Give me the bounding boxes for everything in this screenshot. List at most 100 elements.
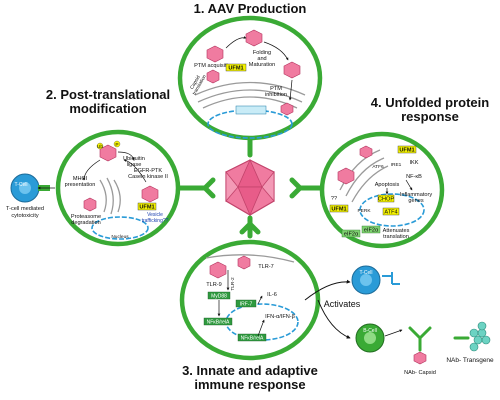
label-ptm-inhibition-2: inhibition — [265, 92, 287, 98]
label-vesicle-2: trafficking?? — [142, 218, 169, 224]
tag-ufm1-right-top — [397, 145, 417, 154]
section-title-ptm-1: 2. Post-translational — [46, 87, 170, 102]
tcell-nucleus — [19, 182, 31, 194]
label-ubiquitin-ligase-1: Ubiquitin — [123, 156, 145, 162]
label-apoptosis: Apoptosis — [375, 182, 400, 188]
tag-myd88 — [207, 291, 231, 300]
section-title-upr-2: response — [401, 109, 459, 124]
activation-region: Activates T-Cell B-Cell NAb- Capsid NAb-… — [304, 265, 494, 376]
label-tcell-mediated-2: cytotoxicity — [11, 213, 39, 219]
label-casein-kinase: Casein kinase II — [128, 174, 168, 180]
capsid-icon — [206, 69, 220, 84]
ubiquitin-icon — [96, 142, 104, 150]
nab-capsid-antibody-icon — [408, 326, 432, 365]
capsid-icon — [141, 185, 159, 203]
connector-left — [175, 177, 216, 199]
panel-post-translational: 2. Post-translational modification Nucle… — [46, 87, 181, 247]
label-irf7: IRF-7 — [240, 302, 253, 308]
label-tcell-mediated-1: T-cell mediated — [6, 206, 44, 212]
label-mhci-2: presentation — [65, 182, 96, 188]
label-perk: PERK — [357, 208, 371, 214]
tag-eif2a-1 — [341, 229, 361, 238]
label-eif2a-1: eIF2α — [344, 232, 359, 238]
label-ub: Ub — [97, 144, 103, 150]
nab-transgene-antibody-icon — [453, 321, 491, 352]
label-proteasome-2: degradation — [71, 220, 101, 226]
label-ubiquitin-ligase-2: ligase — [127, 162, 142, 168]
section-title-immune-2: immune response — [194, 377, 305, 392]
label-ire1: IRE1 — [391, 162, 402, 168]
capsid-icon — [359, 145, 373, 159]
capsid-icon — [337, 167, 355, 185]
label-inflammatory-2: genes — [408, 198, 423, 204]
section-title-ptm-2: modification — [69, 101, 146, 116]
label-mhci-1: MHCI — [73, 176, 88, 182]
label-ifn: IFN-α/IFN-β — [265, 314, 295, 320]
label-bcell: B-Cell — [363, 328, 377, 334]
label-attenuates-2: translation — [383, 234, 409, 240]
nucleus-left — [91, 216, 149, 240]
label-nfkb-right: NF-κB — [406, 174, 422, 180]
bcell-nucleus — [364, 332, 376, 344]
label-ufm1: UFM1 — [228, 66, 243, 72]
label-nucleus: Nucleus — [111, 234, 129, 240]
tag-ufm1-right-bottom — [329, 204, 349, 213]
label-ikk: IKK — [409, 160, 418, 166]
label-inflammatory-1: Inflammatory — [400, 192, 433, 198]
label-chop: CHOP — [378, 197, 394, 203]
tcell-right-receptor — [382, 272, 400, 285]
label-ufm1-right-bottom: UFM1 — [331, 207, 346, 213]
label-folding: Folding — [253, 50, 271, 56]
central-aav-capsid-icon — [225, 159, 275, 217]
label-tlr9: TLR-9 — [206, 282, 222, 288]
label-vesicle-1: Vesicle — [147, 212, 163, 218]
label-p: P — [115, 142, 118, 148]
label-eif2a-2: eIF2α — [364, 228, 379, 234]
tag-nfkb-2 — [237, 333, 267, 342]
tag-ufm1-top — [225, 63, 247, 72]
label-proteasome-1: Proteasome — [71, 214, 101, 220]
label-atf4: ATF4 — [384, 210, 397, 216]
capsid-icon — [206, 45, 224, 63]
capsid-icon — [245, 29, 263, 47]
panel-upr: 4. Unfolded protein response UFM1 IKK NF… — [319, 95, 489, 249]
tcell-right-nucleus — [360, 274, 372, 286]
nucleus-right — [359, 193, 425, 227]
connector-bottom — [239, 215, 261, 239]
label-tcell-left: T-Cell — [14, 182, 27, 188]
tag-nfkb-1 — [203, 317, 233, 326]
label-activates: Activates — [324, 299, 361, 309]
label-nfkb-1: NFκB/relA — [207, 320, 230, 326]
capsid-icon — [83, 197, 97, 212]
label-tcell-right: T-Cell — [359, 270, 372, 276]
panel-aav-production: 1. AAV Production Folding and Maturation… — [177, 1, 323, 141]
tag-ufm1-left — [137, 202, 157, 211]
tag-atf4 — [382, 207, 400, 216]
label-egfr-ptk: EGFR-PTK — [134, 168, 163, 174]
label-attenuates-1: Attenuates — [383, 228, 410, 234]
label-atf6: ATF6 — [372, 164, 384, 170]
label-tlr7: TLR-7 — [258, 264, 274, 270]
label-nab-transgene: NAb- Transgene — [446, 357, 494, 364]
label-ptm-acquisition: PTM acquisition — [194, 63, 234, 69]
label-ptm-inhibition-1: PTM — [270, 86, 282, 92]
tcell-left: T-Cell T-cell mediated cytotoxicity — [6, 173, 55, 219]
label-myd88: MyD88 — [211, 294, 227, 300]
label-nab-capsid: NAb- Capsid — [404, 370, 436, 376]
label-tlr2: TLR-2 — [230, 277, 236, 291]
phosphate-icon — [113, 140, 121, 148]
connector-right — [289, 177, 326, 199]
label-maturation: Maturation — [249, 62, 275, 68]
label-nfkb-2: NFκB/relA — [241, 336, 264, 342]
tag-irf7 — [235, 299, 257, 308]
label-ufm1-left: UFM1 — [139, 205, 154, 211]
label-and: and — [257, 56, 266, 62]
panel-immune: 3. Innate and adaptive immune response T… — [179, 239, 321, 392]
capsid-icon — [280, 102, 294, 116]
tag-eif2a-2 — [361, 225, 381, 234]
box-nucleus-top — [235, 105, 267, 115]
label-il6: IL-6 — [267, 292, 277, 298]
capsid-icon — [237, 255, 251, 270]
